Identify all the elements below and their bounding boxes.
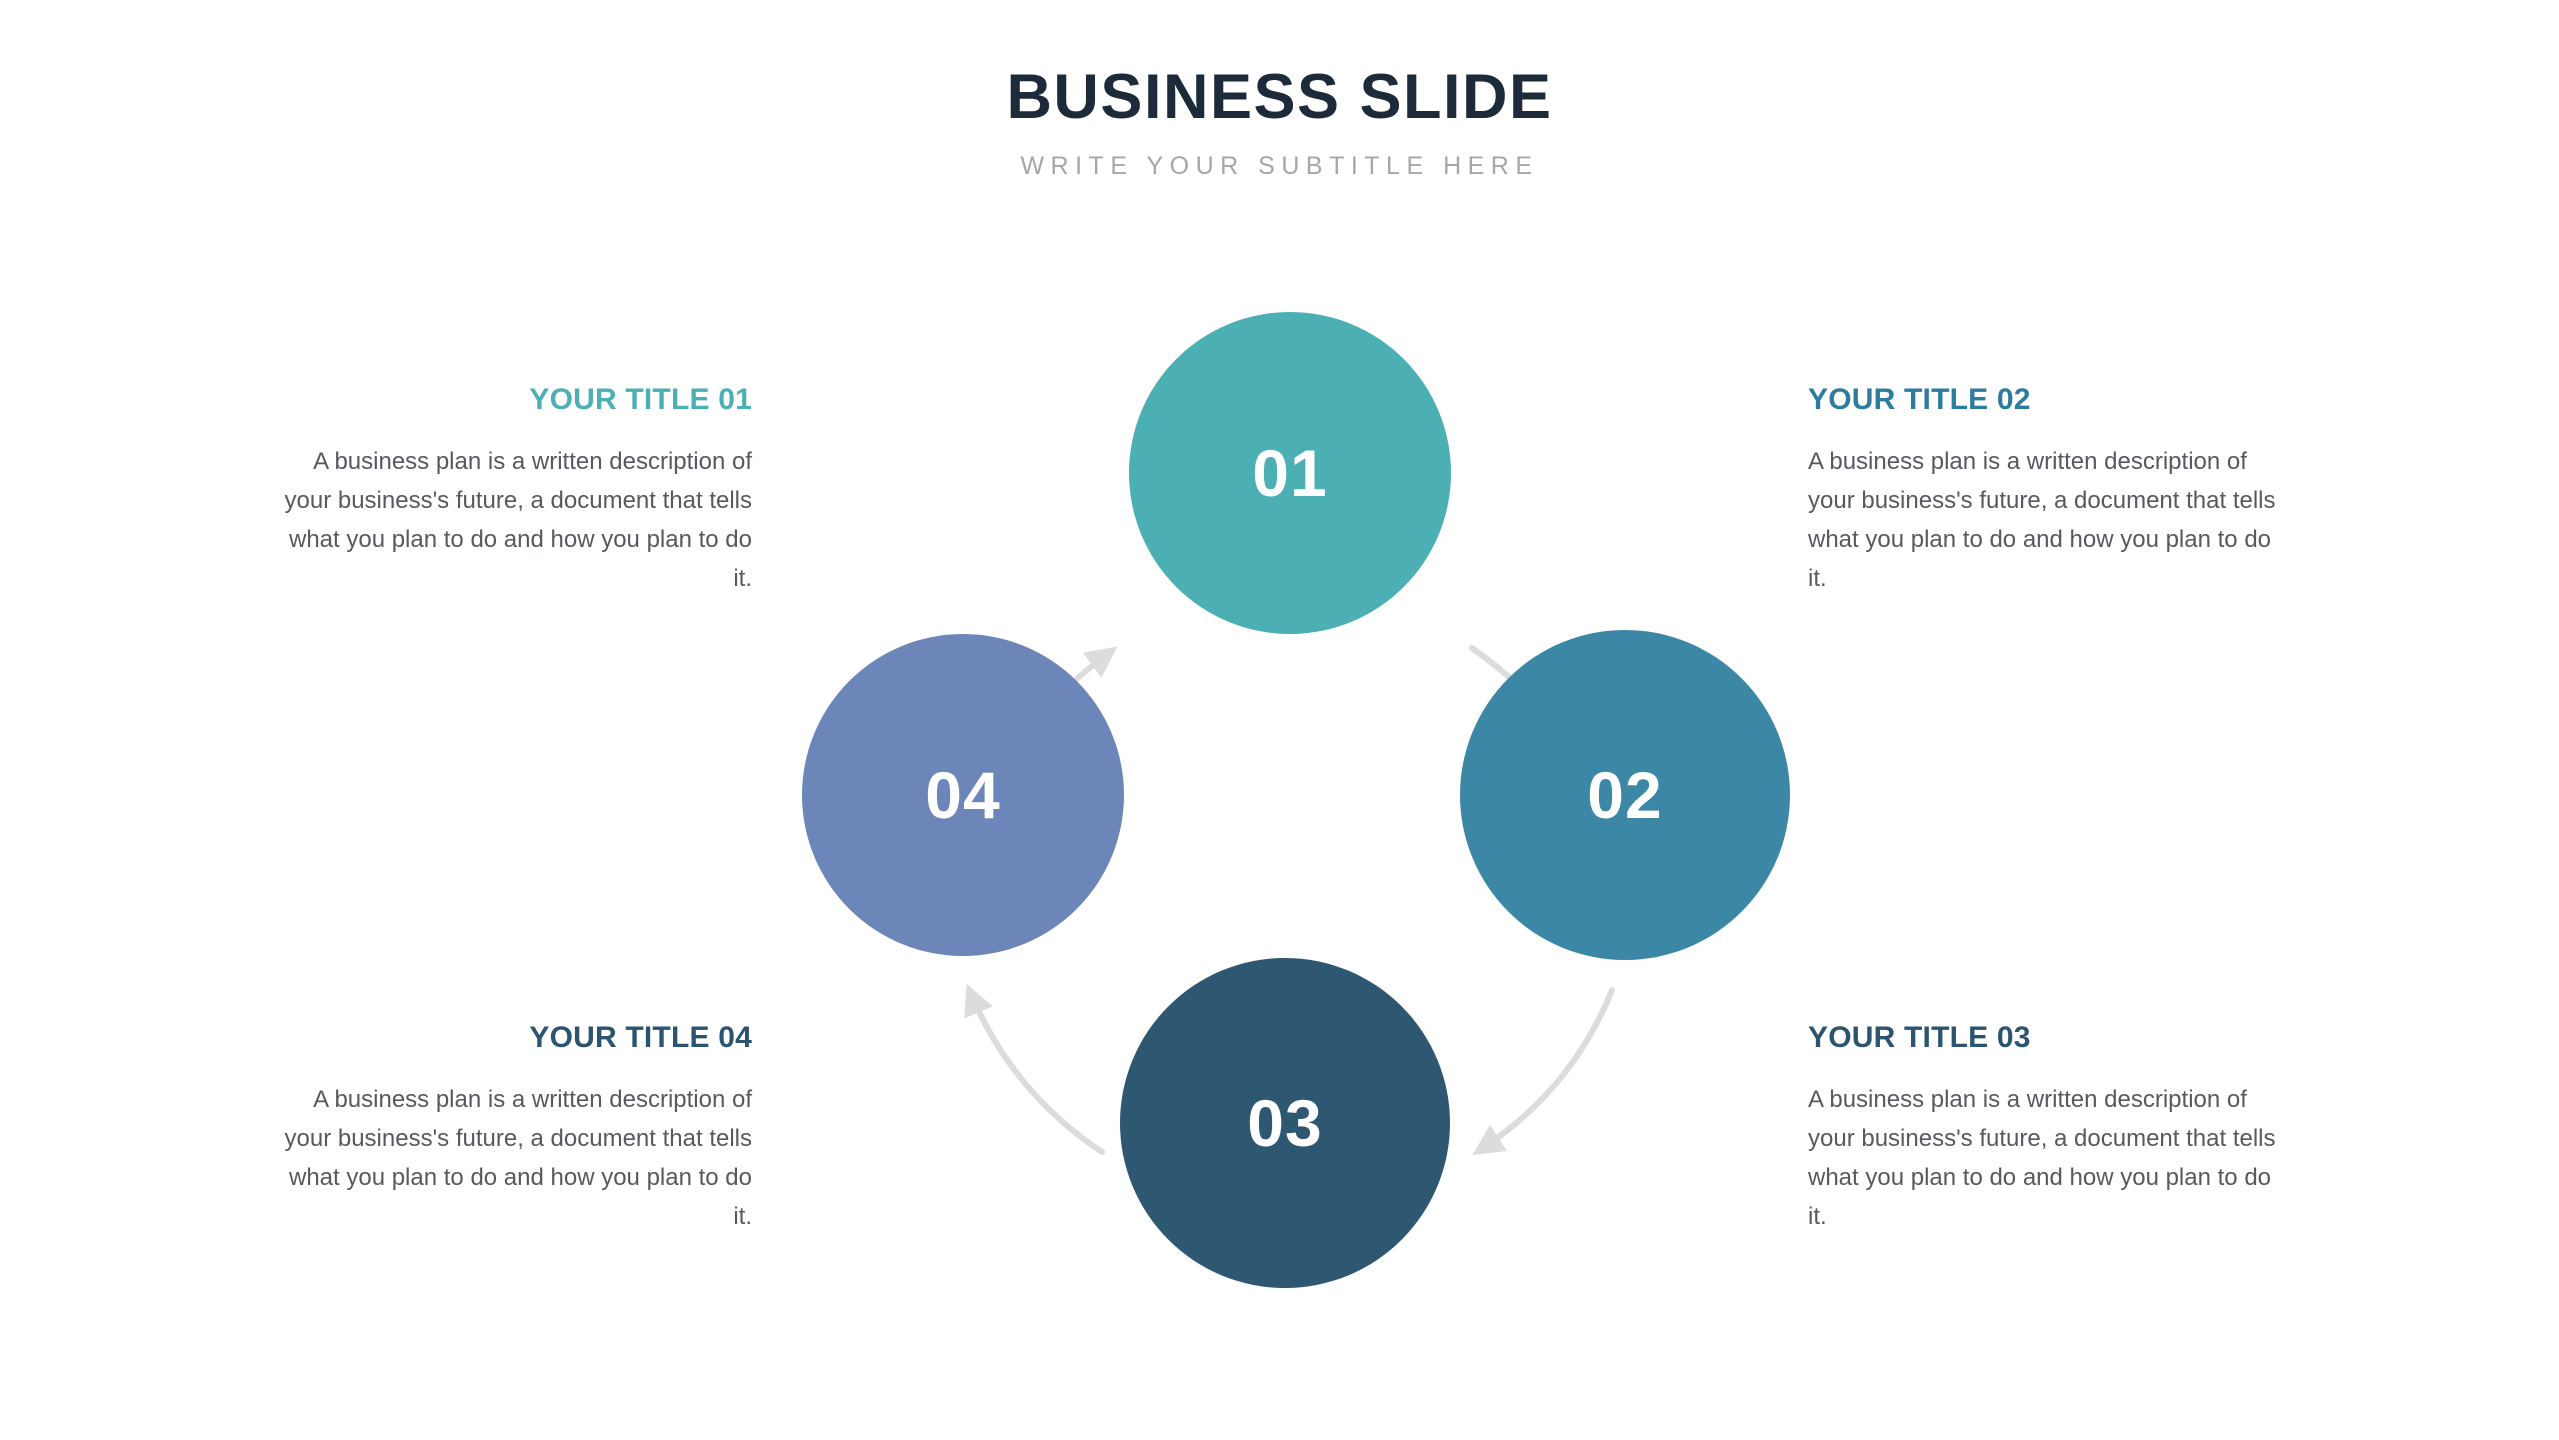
text-block-04: YOUR TITLE 04 A business plan is a writt… xyxy=(272,1021,753,1236)
arrow-03-to-04 xyxy=(964,983,1105,1155)
cycle-node-03-number: 03 xyxy=(1247,1086,1323,1160)
slide-header: BUSINESS SLIDE WRITE YOUR SUBTITLE HERE xyxy=(0,64,2559,181)
cycle-diagram: 01 02 03 04 xyxy=(790,300,1790,1300)
text-block-01-body: A business plan is a written description… xyxy=(284,448,753,593)
arrow-02-to-03 xyxy=(1472,987,1615,1155)
text-block-03-title: YOUR TITLE 03 xyxy=(1808,1021,2031,1054)
text-block-02-title: YOUR TITLE 02 xyxy=(1808,383,2031,416)
page-subtitle: WRITE YOUR SUBTITLE HERE xyxy=(1020,152,1539,181)
cycle-node-03[interactable]: 03 xyxy=(1120,958,1450,1288)
text-block-02-body: A business plan is a written description… xyxy=(1808,448,2276,593)
cycle-node-01[interactable]: 01 xyxy=(1129,312,1451,634)
text-block-03-body: A business plan is a written description… xyxy=(1808,1086,2276,1231)
text-block-02: YOUR TITLE 02 A business plan is a writt… xyxy=(1808,383,2288,598)
text-block-01: YOUR TITLE 01 A business plan is a writt… xyxy=(272,383,753,598)
cycle-node-01-number: 01 xyxy=(1252,436,1328,510)
cycle-node-04[interactable]: 04 xyxy=(802,634,1124,956)
cycle-node-02-number: 02 xyxy=(1587,758,1663,832)
text-block-04-title: YOUR TITLE 04 xyxy=(529,1021,752,1054)
cycle-node-04-number: 04 xyxy=(925,758,1001,832)
text-block-03: YOUR TITLE 03 A business plan is a writt… xyxy=(1808,1021,2288,1236)
page-title: BUSINESS SLIDE xyxy=(1006,62,1553,132)
text-block-04-body: A business plan is a written description… xyxy=(284,1086,753,1231)
cycle-node-02[interactable]: 02 xyxy=(1460,630,1790,960)
text-block-01-title: YOUR TITLE 01 xyxy=(529,383,752,416)
